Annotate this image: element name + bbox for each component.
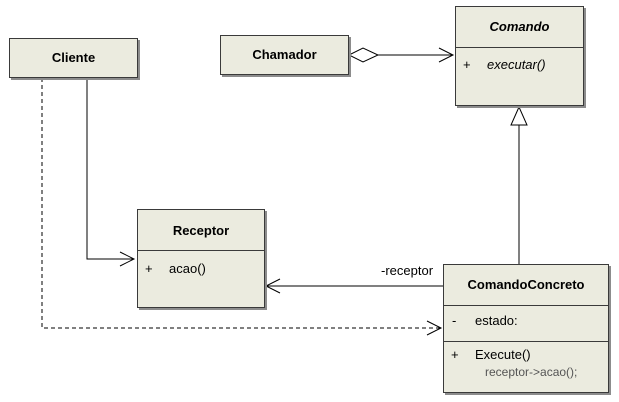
attributes-section: - estado: bbox=[444, 305, 608, 341]
class-comando[interactable]: Comando + executar() bbox=[455, 6, 584, 106]
class-cliente[interactable]: Cliente bbox=[9, 38, 138, 78]
operation: Execute() bbox=[475, 347, 531, 362]
class-receptor[interactable]: Receptor + acao() bbox=[137, 209, 265, 308]
visibility-public: + bbox=[451, 347, 459, 362]
cliente-to-receptor-arrowhead bbox=[119, 251, 136, 267]
class-name: Chamador bbox=[252, 47, 317, 62]
cliente-to-comandoconcreto-arrowhead bbox=[426, 320, 443, 336]
class-name: ComandoConcreto bbox=[467, 277, 585, 292]
aggregation-diamond bbox=[347, 47, 380, 63]
generalization-triangle bbox=[510, 105, 528, 126]
visibility-public: + bbox=[145, 261, 153, 276]
operation: executar() bbox=[487, 57, 546, 72]
attribute: estado: bbox=[475, 313, 518, 328]
operation-note: receptor->acao(); bbox=[485, 365, 578, 379]
class-chamador[interactable]: Chamador bbox=[220, 35, 349, 75]
class-name: Receptor bbox=[172, 223, 230, 238]
class-comandoconcreto[interactable]: ComandoConcreto - estado: + Execute() re… bbox=[443, 264, 609, 393]
operations-section: + Execute() receptor->acao(); bbox=[444, 341, 608, 392]
visibility-private: - bbox=[452, 313, 457, 328]
class-name: Comando bbox=[489, 19, 550, 34]
operations-section: + acao() bbox=[138, 250, 264, 307]
chamador-to-comando-arrowhead bbox=[438, 47, 455, 63]
comandoconcreto-to-receptor-arrowhead bbox=[264, 278, 281, 294]
visibility-public: + bbox=[463, 57, 471, 72]
operation: acao() bbox=[169, 261, 206, 276]
operations-section: + executar() bbox=[456, 47, 583, 105]
cliente-to-receptor-association bbox=[86, 78, 134, 260]
receptor-role-label: -receptor bbox=[381, 263, 434, 278]
class-name: Cliente bbox=[51, 50, 96, 65]
